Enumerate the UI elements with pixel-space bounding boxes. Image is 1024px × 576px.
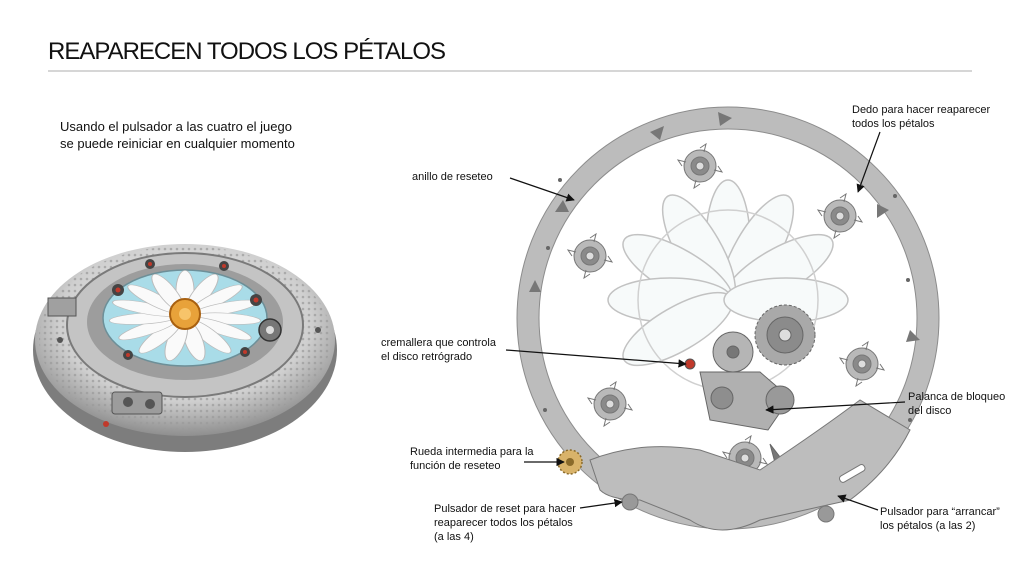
daisy-dial	[108, 270, 262, 361]
label-rueda-line-2: función de reseteo	[410, 460, 501, 472]
label-cremallera: cremallera que controla el disco retrógr…	[381, 336, 496, 364]
label-dedo-line-1: Dedo para hacer reaparecer	[852, 104, 991, 116]
intro-line-2: se puede reiniciar en cualquier momento	[60, 136, 295, 151]
label-dedo: Dedo para hacer reaparecer todos los pét…	[852, 103, 990, 131]
label-palanca: Palanca de bloqueo del disco	[908, 390, 1005, 418]
arrow-anillo	[509, 177, 575, 202]
label-pulsador-reset: Pulsador de reset para hacer reaparecer …	[434, 502, 576, 544]
reset-lever-arc	[589, 399, 911, 531]
rack-pivot	[684, 358, 696, 370]
watch-movement-photo	[33, 244, 337, 452]
intro-text: Usando el pulsador a las cuatro el juego…	[60, 118, 360, 152]
label-cremallera-line-2: el disco retrógrado	[381, 351, 473, 363]
annotation-arrows	[505, 131, 906, 511]
label-pulsador-reset-line-3: (a las 4)	[434, 531, 474, 543]
slide-title: REAPARECEN TODOS LOS PÉTALOS	[48, 38, 446, 65]
arrow-cremallera	[505, 349, 687, 368]
reset-mechanism-diagram	[516, 106, 940, 531]
label-anillo-de-reseteo: anillo de reseteo	[412, 170, 493, 184]
label-pulsador-arrancar-line-1: Pulsador para “arrancar”	[880, 506, 1000, 518]
label-rueda-intermedia: Rueda intermedia para la función de rese…	[410, 445, 534, 473]
title-underline	[48, 70, 972, 72]
label-pulsador-reset-line-2: reaparecer todos los pétalos	[434, 517, 573, 529]
arrow-pulsador-reset	[579, 498, 623, 509]
intermediate-reset-wheel	[557, 449, 583, 475]
label-pulsador-reset-line-1: Pulsador de reset para hacer	[434, 503, 576, 515]
label-palanca-line-2: del disco	[908, 405, 952, 417]
label-cremallera-line-1: cremallera que controla	[381, 337, 496, 349]
intro-line-1: Usando el pulsador a las cuatro el juego	[60, 119, 292, 134]
arrow-pulsador-arrancar	[837, 494, 879, 511]
star-wheels	[566, 142, 886, 482]
label-dedo-line-2: todos los pétalos	[852, 118, 935, 130]
label-palanca-line-1: Palanca de bloqueo	[908, 391, 1006, 403]
arrow-palanca	[765, 401, 906, 414]
label-anillo-line-1: anillo de reseteo	[412, 171, 493, 183]
label-rueda-line-1: Rueda intermedia para la	[410, 446, 534, 458]
label-pulsador-arrancar-line-2: los pétalos (a las 2)	[880, 520, 976, 532]
label-pulsador-arrancar: Pulsador para “arrancar” los pétalos (a …	[880, 505, 1000, 533]
arrow-dedo	[856, 131, 881, 193]
